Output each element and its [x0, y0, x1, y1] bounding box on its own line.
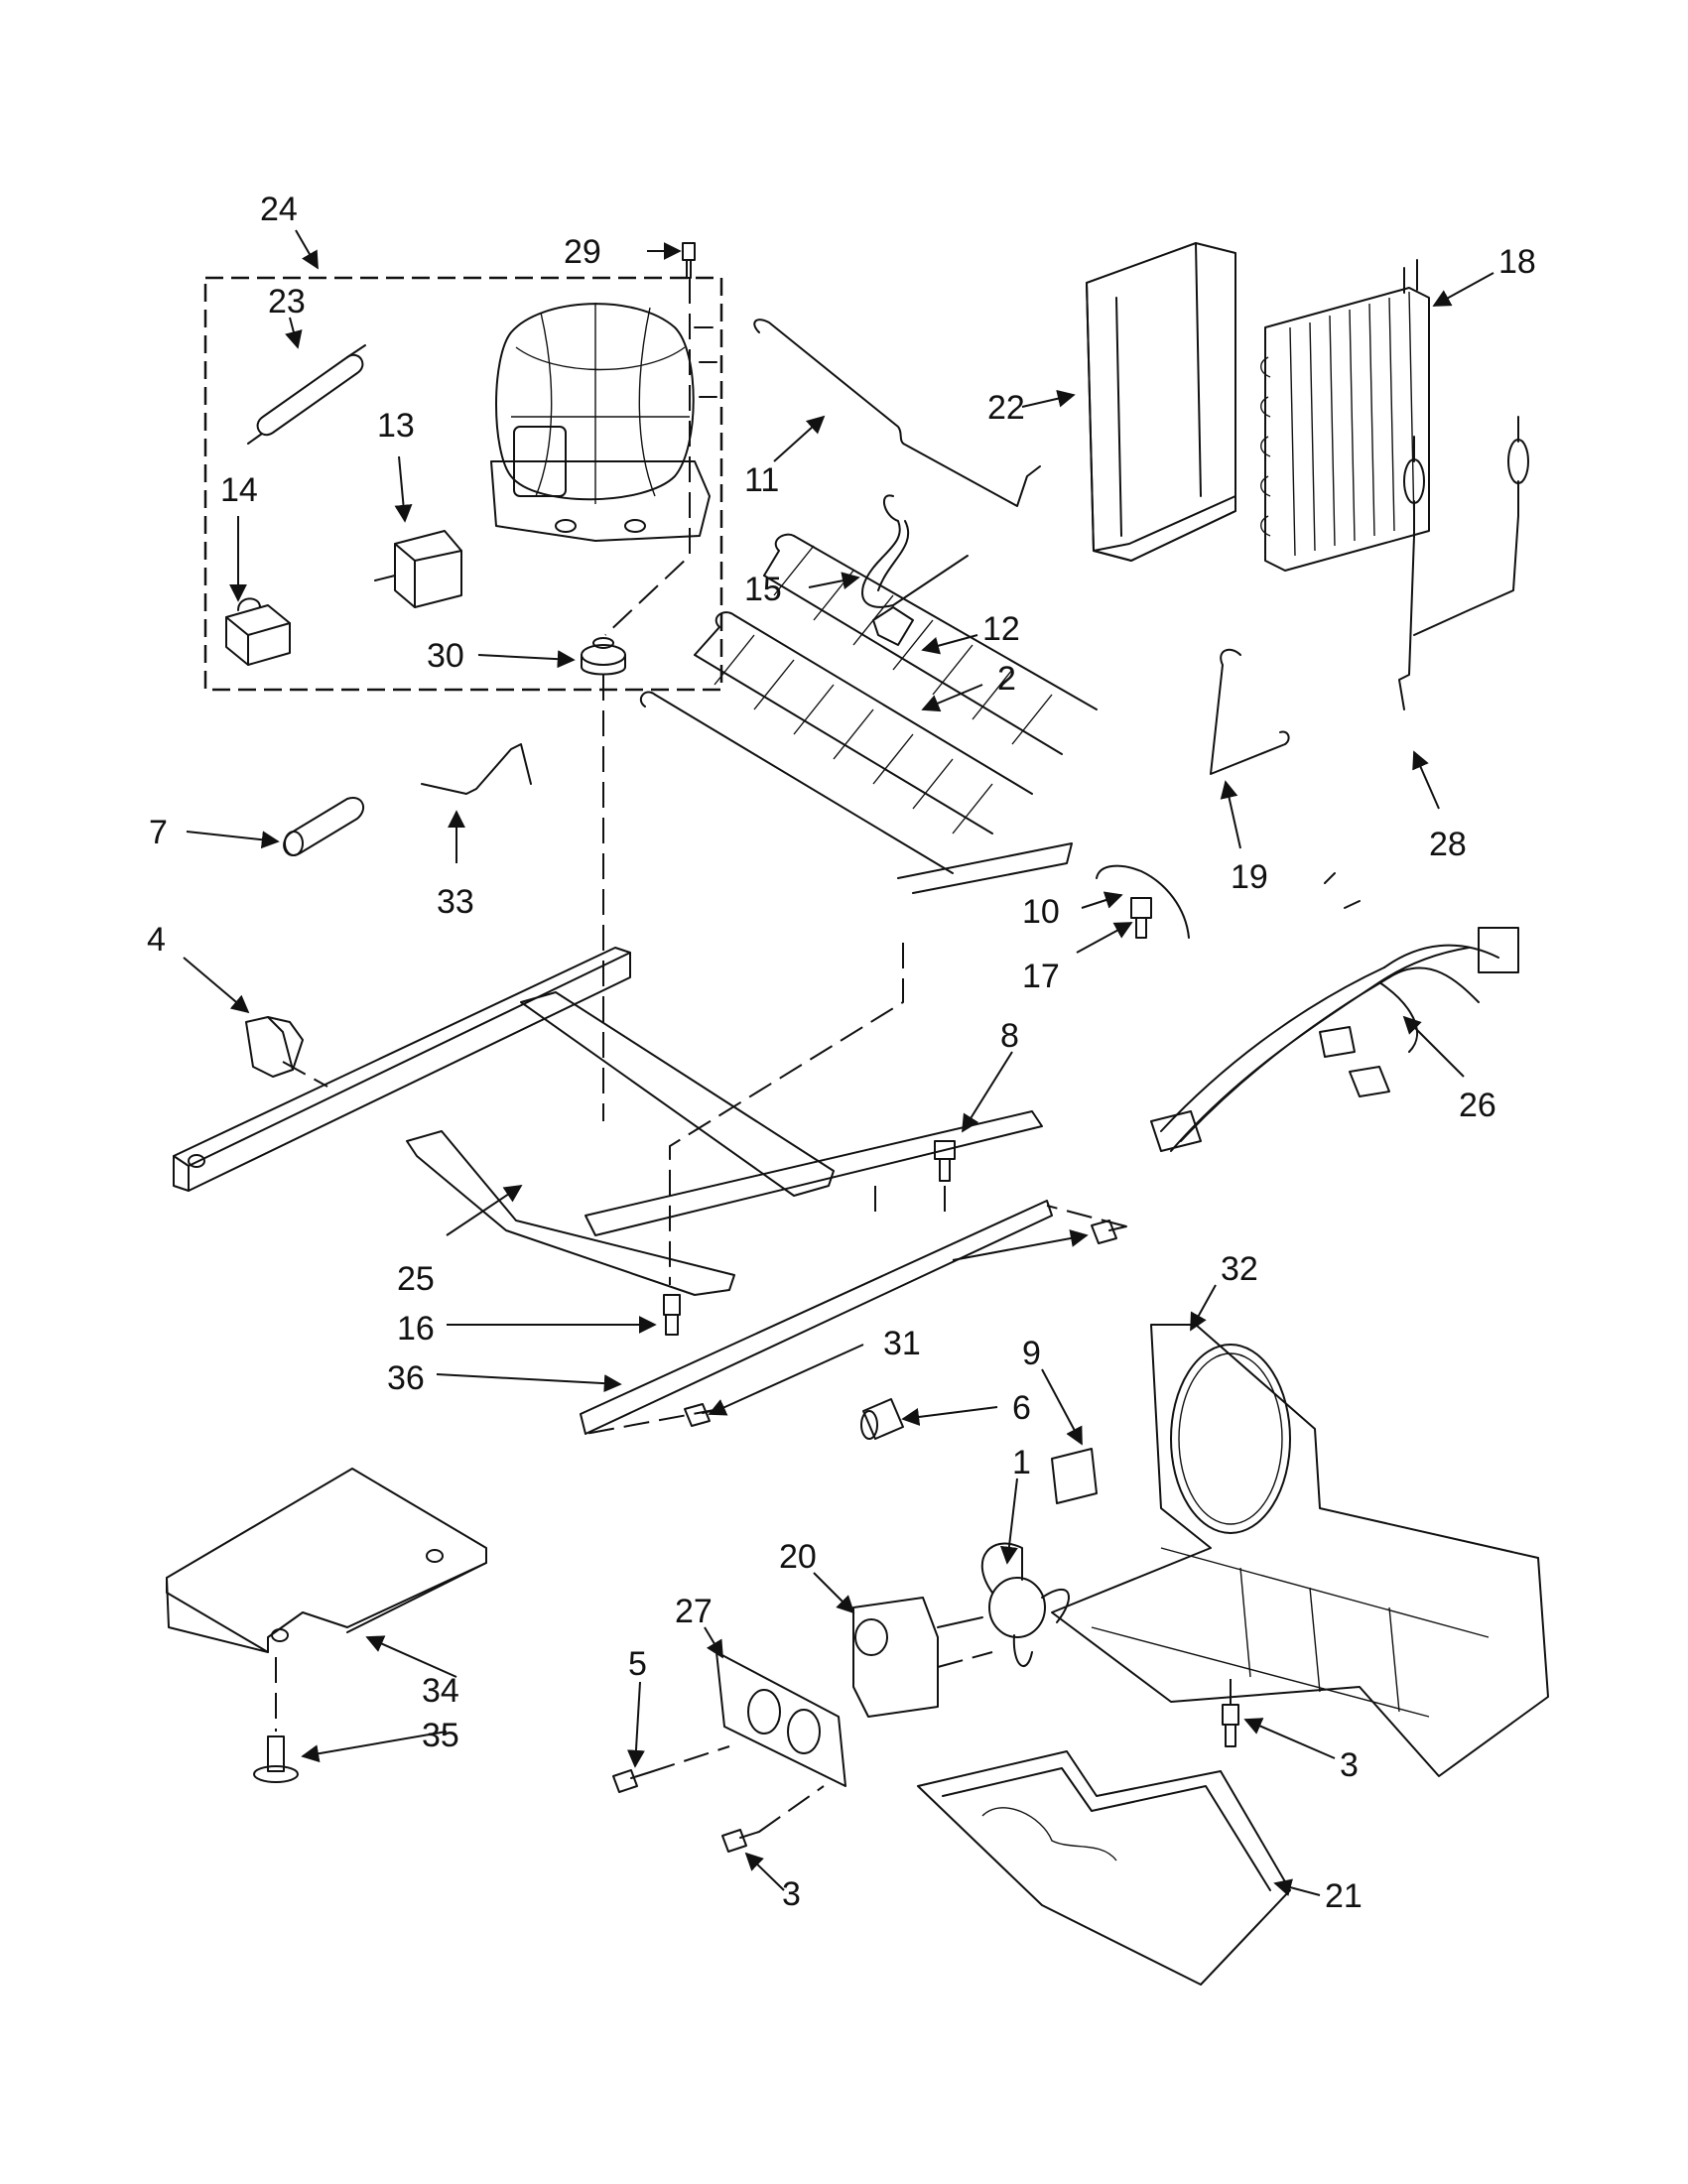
tube-11-part [753, 319, 1041, 507]
callout-35: 35 [422, 1717, 459, 1754]
callout-36: 36 [387, 1359, 425, 1397]
callout-3-right: 3 [1340, 1746, 1359, 1784]
compressor-part [490, 303, 717, 542]
callout-19: 19 [1231, 858, 1268, 896]
callout-21: 21 [1325, 1877, 1363, 1915]
base-frame-part [173, 947, 1053, 1435]
assembly-line [604, 278, 691, 636]
callout-6: 6 [1012, 1389, 1031, 1427]
drain-pan-part [917, 1750, 1291, 1986]
assembly-line [649, 1745, 730, 1773]
grommet-part [581, 637, 626, 676]
callout-20: 20 [779, 1538, 817, 1576]
callout-16: 16 [397, 1310, 435, 1348]
callout-25: 25 [397, 1260, 435, 1298]
leader-arrows [183, 229, 1494, 1896]
screw-31b-part [684, 1403, 720, 1427]
callout-33: 33 [437, 883, 474, 921]
compressor-kit-box [203, 276, 723, 692]
assembly-line [937, 1651, 993, 1668]
wire-19-part [1210, 648, 1290, 775]
filter-drier-part [247, 344, 366, 445]
evaporator-part [1260, 259, 1430, 572]
callout-14: 14 [220, 471, 258, 509]
callout-7: 7 [149, 814, 168, 851]
wire-harness-part [1150, 872, 1519, 1152]
callout-12: 12 [982, 610, 1020, 648]
tube-28-part [1398, 416, 1529, 710]
callout-2: 2 [997, 660, 1016, 698]
callout-5: 5 [628, 1645, 647, 1683]
wire-clip-33-part [421, 743, 532, 795]
screw-31a-part [1091, 1220, 1127, 1244]
fan-motor-part [852, 1597, 983, 1718]
callout-18: 18 [1498, 243, 1536, 281]
callout-31: 31 [883, 1325, 921, 1362]
bracket-4-part [245, 1016, 304, 1078]
assembly-line [1046, 1205, 1127, 1227]
callout-32: 32 [1221, 1250, 1258, 1288]
screw-8-part [934, 1140, 956, 1182]
callout-27: 27 [675, 1593, 713, 1630]
screw-35-part [253, 1735, 299, 1783]
callout-24: 24 [260, 191, 298, 228]
callout-22: 22 [987, 389, 1025, 427]
overload-part [225, 597, 291, 666]
cover-plate-34-part [166, 1468, 487, 1653]
screw-16-part [663, 1294, 681, 1336]
part-6 [860, 1398, 904, 1440]
assembly-line [584, 1408, 720, 1435]
assembly-line [758, 1785, 825, 1833]
callout-28: 28 [1429, 826, 1467, 863]
callout-1: 1 [1012, 1444, 1031, 1481]
condenser-coil-part [639, 533, 1098, 894]
assembly-line [282, 1061, 328, 1088]
callout-29: 29 [564, 233, 601, 271]
hose-15-part [861, 494, 969, 608]
callout-8: 8 [1000, 1017, 1019, 1055]
callout-3-left: 3 [782, 1875, 801, 1913]
start-relay-part [374, 530, 462, 608]
callout-4: 4 [147, 921, 166, 959]
screw-29-part [682, 242, 696, 279]
callout-23: 23 [268, 283, 306, 321]
evaporator-cover-part [1086, 242, 1236, 562]
screw-3a-part [721, 1829, 760, 1853]
callout-labels: 24 29 23 13 14 30 11 22 18 15 12 2 7 33 … [147, 191, 1536, 1915]
callout-13: 13 [377, 407, 415, 445]
screw-5-part [612, 1769, 651, 1793]
callout-26: 26 [1459, 1087, 1496, 1124]
clip-12-part [872, 606, 914, 646]
screw-3b-part [1222, 1704, 1239, 1747]
callout-17: 17 [1022, 958, 1060, 995]
screw-17-part [1130, 897, 1152, 939]
callout-30: 30 [427, 637, 464, 675]
filter-9-part [1051, 1448, 1098, 1504]
tube-10-part [1096, 864, 1190, 939]
callout-10: 10 [1022, 893, 1060, 931]
fan-blade-part [980, 1542, 1070, 1667]
callout-15: 15 [744, 571, 782, 608]
callout-34: 34 [422, 1672, 459, 1710]
base-plate-32-part [1051, 1324, 1549, 1777]
callout-11: 11 [744, 461, 779, 499]
callout-9: 9 [1022, 1335, 1041, 1372]
sleeve-7-part [283, 797, 365, 856]
assembly-line [669, 943, 904, 1285]
motor-bracket-part [715, 1651, 846, 1787]
